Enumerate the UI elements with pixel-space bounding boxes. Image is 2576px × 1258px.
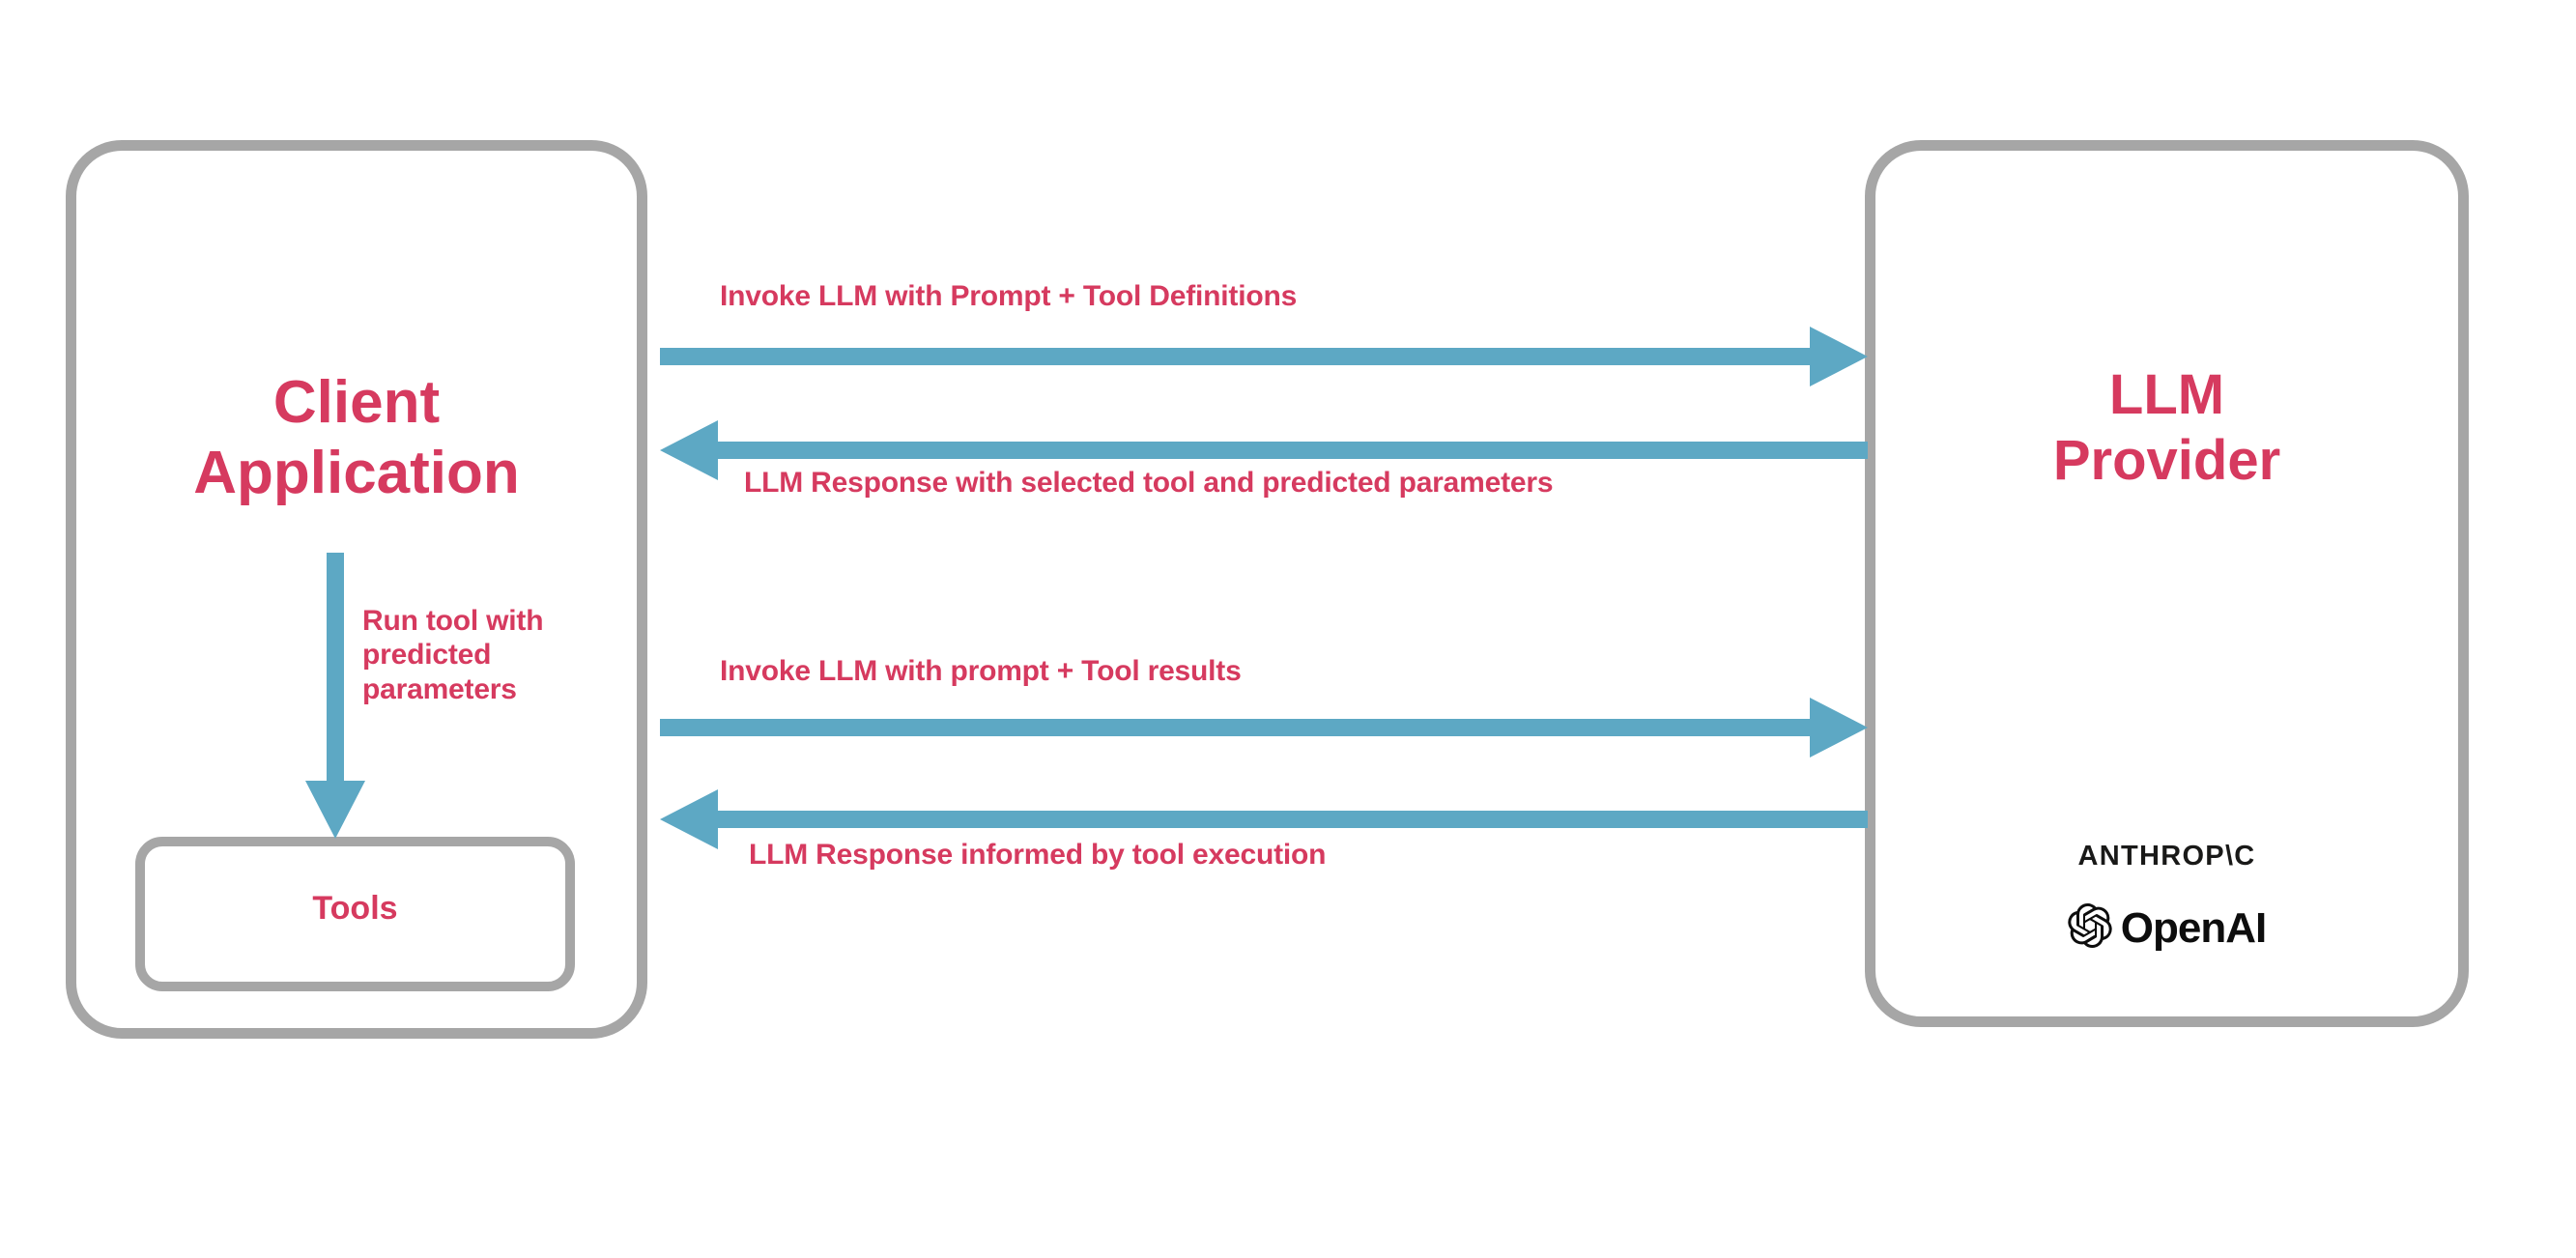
label-run-tool-with-predicted-parameters: Run tool with predicted parameters [362, 605, 544, 705]
openai-logo: OpenAI [1865, 903, 2469, 953]
anthropic-logo: ANTHROP\C [2077, 841, 2256, 872]
label-llm-response-with-selected-tool: LLM Response with selected tool and pred… [744, 467, 1554, 499]
arrow-invoke-llm-with-prompt-and-tool-results [660, 698, 1868, 758]
openai-wordmark: OpenAI [2120, 903, 2267, 952]
openai-knot-icon [2068, 903, 2112, 953]
label-invoke-llm-with-prompt-and-tool-definitions: Invoke LLM with Prompt + Tool Definition… [720, 280, 1298, 312]
arrow-llm-response-with-selected-tool [660, 420, 1868, 480]
tools-box [135, 837, 575, 991]
label-llm-response-informed-by-tool-execution: LLM Response informed by tool execution [749, 839, 1327, 871]
arrow-run-tool-with-predicted-parameters [305, 553, 365, 839]
llm-provider-box [1865, 140, 2469, 1027]
llm-provider-title: LLM Provider [2052, 363, 2281, 493]
label-invoke-llm-with-prompt-and-tool-results: Invoke LLM with prompt + Tool results [720, 655, 1242, 687]
arrow-invoke-llm-with-prompt-and-tool-definitions [660, 327, 1868, 386]
tools-label: Tools [312, 890, 398, 927]
arrow-llm-response-informed-by-tool-execution [660, 789, 1868, 849]
client-application-title: Client Application [193, 369, 520, 507]
